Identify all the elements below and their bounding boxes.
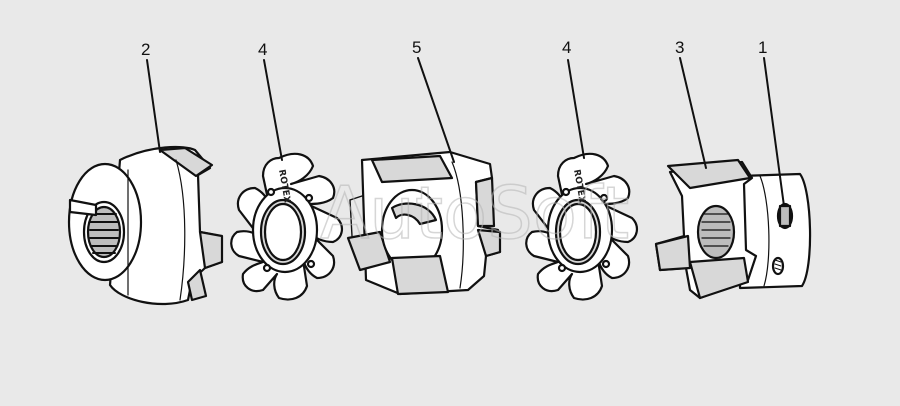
leader-5 [417, 57, 455, 163]
watermark: AutoSoft [320, 171, 629, 255]
callout-3: 3 [675, 38, 684, 57]
leader-1 [763, 57, 785, 207]
part-3-hub [654, 158, 812, 300]
callout-numbers: 2 4 5 4 3 1 [141, 38, 767, 59]
leader-4b [567, 59, 585, 159]
callout-4-right: 4 [562, 38, 571, 57]
leader-3 [679, 57, 707, 169]
callout-4-left: 4 [258, 40, 267, 59]
leader-2 [146, 59, 161, 153]
callout-2: 2 [141, 40, 150, 59]
leader-4a [263, 59, 283, 161]
part-4-spider-right: ROTEX [525, 152, 638, 301]
leader-lines [146, 57, 785, 207]
part-4-spider-left: ROTEX [230, 152, 343, 301]
callout-5: 5 [412, 38, 421, 57]
part-5-spacer [346, 150, 502, 296]
part-2-hub [67, 145, 224, 306]
callout-1: 1 [758, 38, 767, 57]
